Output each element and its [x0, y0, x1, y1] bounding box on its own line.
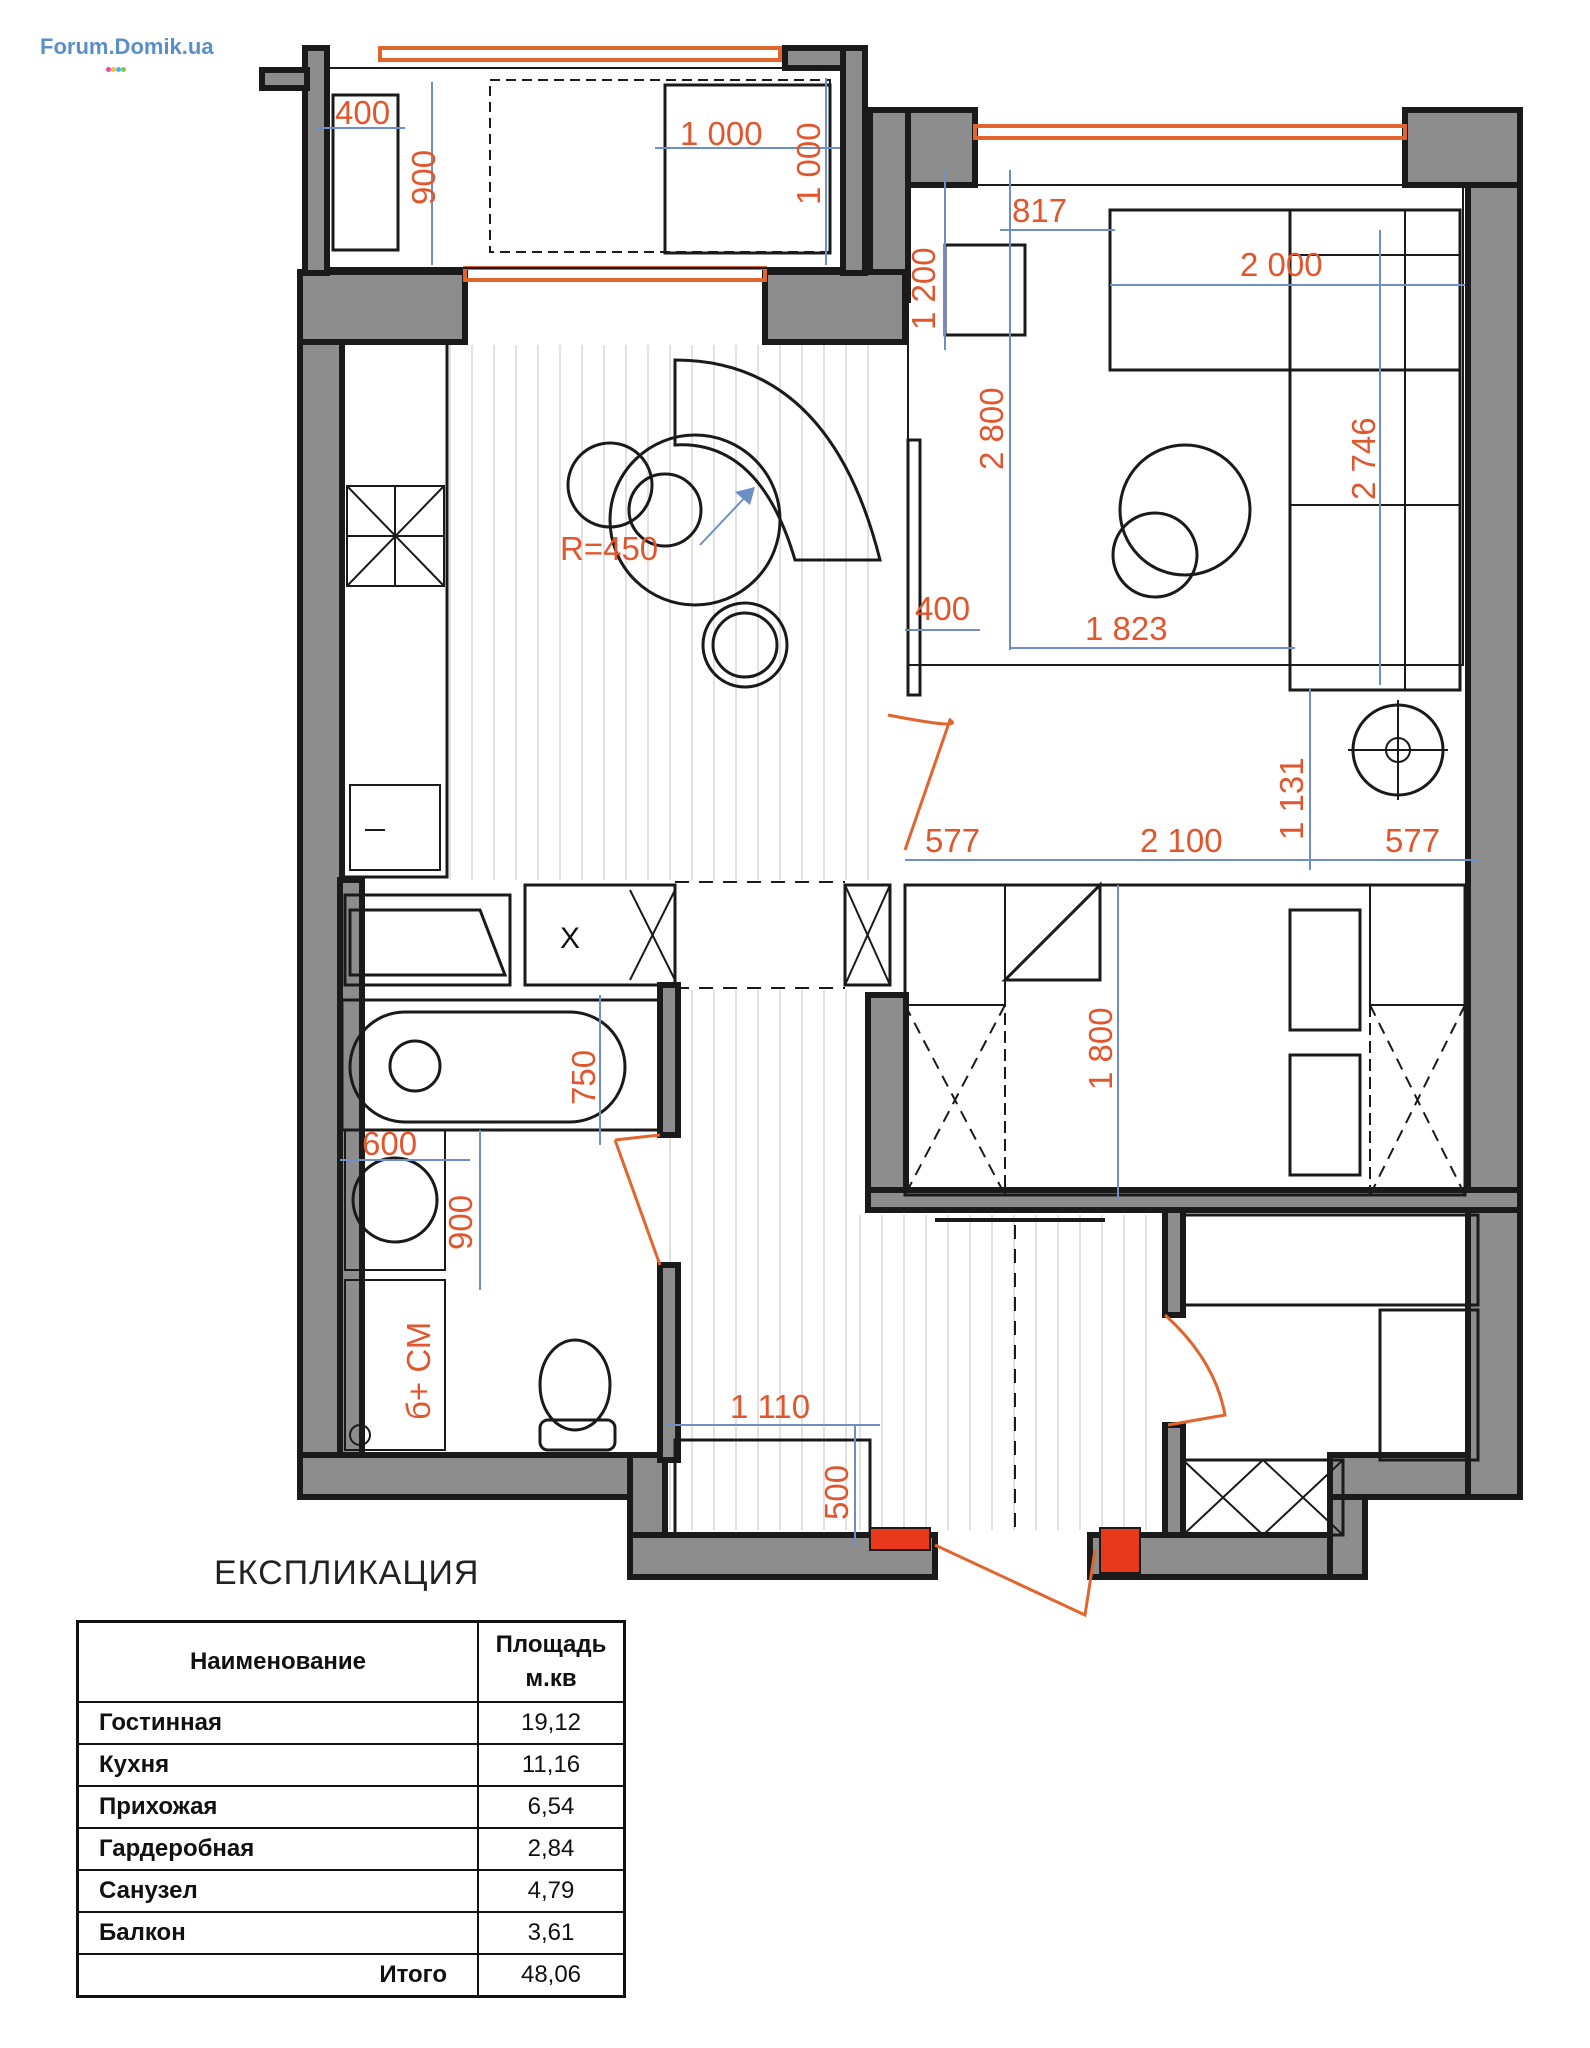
dim-sink-900: 900 [442, 1195, 479, 1250]
row-name: Прихожая [76, 1785, 479, 1829]
table-total-row: Итого 48,06 [76, 1953, 626, 1998]
table-row: Санузел 4,79 [76, 1869, 626, 1913]
kitchen [340, 340, 882, 879]
row-area: 2,84 [477, 1827, 626, 1871]
row-name: Кухня [76, 1743, 479, 1787]
cabinet-x-mark: X [560, 922, 580, 955]
row-area: 4,79 [477, 1869, 626, 1913]
header-area-line1: Площадь [495, 1631, 607, 1658]
table-row: Кухня 11,16 [76, 1743, 626, 1787]
dim-sofa-2746: 2 746 [1345, 417, 1382, 500]
dim-bed-1800: 1 800 [1082, 1007, 1119, 1090]
dim-table-1823: 1 823 [1085, 610, 1168, 647]
dim-bath-750: 750 [565, 1050, 602, 1105]
dim-balcony-1000-v: 1 000 [790, 122, 827, 205]
dim-sink-600: 600 [362, 1125, 417, 1162]
dim-kitchen-r450: R=450 [560, 530, 658, 567]
table-row: Прихожая 6,54 [76, 1785, 626, 1829]
dim-balcony-1000-h: 1 000 [680, 115, 763, 152]
bathroom [340, 995, 662, 1452]
dim-balcony-400: 400 [335, 94, 390, 131]
dimension-labels: 400 900 1 000 1 000 817 1 200 2 000 2 80… [335, 94, 1440, 1520]
header-name: Наименование [76, 1620, 479, 1703]
dim-hall-1110: 1 110 [730, 1388, 810, 1425]
row-name: Санузел [76, 1869, 479, 1913]
balcony [315, 67, 844, 269]
dim-tv-400: 400 [915, 590, 970, 627]
dim-tv-2800: 2 800 [973, 387, 1010, 470]
floor-planks [449, 345, 1147, 1530]
dim-living-1131: 1 131 [1273, 757, 1310, 840]
explication-caption: ЕКСПЛИКАЦИЯ [214, 1554, 480, 1592]
dim-bed-577-right: 577 [1385, 822, 1440, 859]
dim-balcony-900: 900 [405, 150, 442, 205]
watermark-dots [106, 64, 126, 75]
dim-hall-500: 500 [818, 1465, 855, 1520]
dim-bed-577-left: 577 [925, 822, 980, 859]
row-area: 11,16 [477, 1743, 626, 1787]
header-area-line2: м.кв [525, 1665, 577, 1692]
bedroom-furniture [903, 881, 1467, 1200]
watermark-logo: Forum.Domik.ua [40, 34, 214, 59]
header-area: Площадь м.кв [477, 1620, 626, 1703]
living-room [905, 170, 1480, 870]
walk-in-wardrobe [1163, 1213, 1480, 1537]
explication-table: Наименование Площадь м.кв Гостинная 19,1… [76, 1620, 626, 1998]
corridor-cabinets [343, 881, 892, 989]
table-row: Гардеробная 2,84 [76, 1827, 626, 1871]
dim-desk-817: 817 [1012, 192, 1067, 229]
dim-desk-1200: 1 200 [905, 247, 942, 330]
total-label: Итого [76, 1953, 479, 1998]
dim-washer-label: б+ СМ [400, 1322, 437, 1420]
hallway [665, 713, 1141, 1618]
dim-sofa-2000: 2 000 [1240, 246, 1323, 283]
dim-bed-2100: 2 100 [1140, 822, 1223, 859]
row-name: Гостинная [76, 1701, 479, 1745]
row-area: 3,61 [477, 1911, 626, 1955]
total-value: 48,06 [477, 1953, 626, 1998]
row-area: 6,54 [477, 1785, 626, 1829]
row-name: Гардеробная [76, 1827, 479, 1871]
table-row: Гостинная 19,12 [76, 1701, 626, 1745]
row-name: Балкон [76, 1911, 479, 1955]
table-row: Балкон 3,61 [76, 1911, 626, 1955]
row-area: 19,12 [477, 1701, 626, 1745]
